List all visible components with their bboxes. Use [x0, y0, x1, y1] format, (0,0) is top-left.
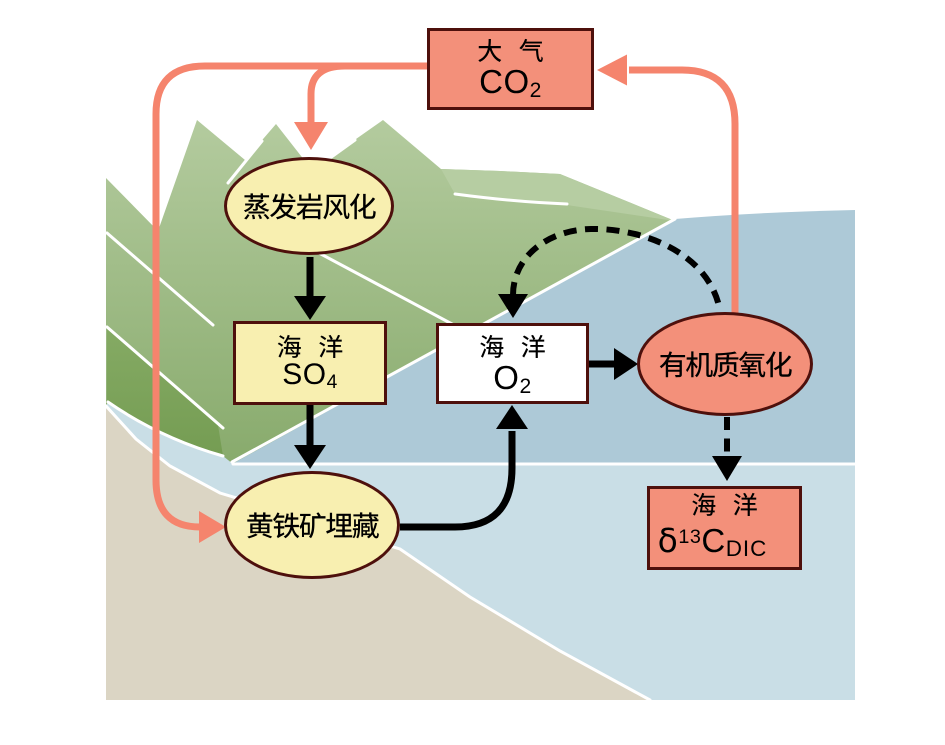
node-marine-sulfate: 海 洋 SO4: [233, 321, 387, 405]
node-pyrite-label: 黄铁矿埋藏: [245, 505, 380, 545]
node-evaporite-weathering: 蒸发岩风化: [224, 157, 394, 255]
arrow-line: [307, 62, 346, 124]
arrow-line: [152, 62, 427, 531]
arrowhead: [294, 296, 326, 320]
node-atmosphere-co2: 大 气 CO2: [427, 28, 594, 110]
arrowhead: [496, 405, 528, 429]
seam-ridge-shoulder: [453, 192, 569, 206]
arrowhead: [294, 122, 328, 150]
node-evaporite-label: 蒸发岩风化: [242, 186, 377, 226]
arrow-sulfate-to-pyrite: [294, 404, 326, 469]
delta-symbol: δ: [657, 520, 679, 560]
arrow-organic-to-oxygen-dashed: [498, 225, 722, 318]
arrow-line-dashed: [510, 225, 722, 307]
arrowhead: [712, 456, 742, 481]
node-atmosphere-label: 大 气: [477, 31, 544, 68]
node-sulfate-label: 海 洋: [276, 327, 344, 364]
node-organic-label: 有机质氧化: [658, 344, 793, 384]
seam-left-upper: [105, 231, 215, 327]
arrow-oxygen-to-organic: [588, 348, 638, 380]
node-marine-dic: 海 洋 δ13CDIC: [647, 486, 802, 570]
arrow-co2-to-pyrite: [152, 62, 427, 543]
arrow-pyrite-to-oxygen: [400, 405, 528, 531]
node-organic-oxidation: 有机质氧化: [637, 312, 813, 416]
arrowhead: [498, 294, 528, 318]
arrows: [152, 54, 742, 543]
arrow-organic-to-dic-dashed: [712, 417, 742, 481]
node-marine-oxygen: 海 洋 O2: [436, 323, 589, 404]
seam-green-shore: [106, 400, 225, 458]
arrowhead: [614, 348, 638, 380]
node-dic-label: 海 洋: [691, 485, 758, 522]
mountain-foreground: [107, 327, 223, 456]
arrowhead: [294, 445, 326, 469]
node-dic-formula: δ13CDIC: [657, 520, 768, 562]
seam-midslope: [317, 251, 469, 334]
arrow-organic-to-co2: [597, 54, 739, 314]
seam-left-lower: [105, 325, 225, 430]
node-pyrite-burial: 黄铁矿埋藏: [224, 471, 400, 579]
seam-peak1-peak2: [226, 139, 264, 185]
arrowhead: [597, 54, 627, 86]
node-sulfate-formula: SO4: [282, 357, 338, 393]
arrow-line: [400, 431, 516, 531]
node-oxygen-formula: O2: [493, 358, 532, 399]
arrow-evaporite-to-sulfate: [294, 257, 326, 320]
mountain-ridge-band: [441, 169, 675, 221]
node-atmosphere-formula: CO2: [479, 62, 542, 103]
arrowhead: [199, 511, 226, 543]
arrow-co2-to-evaporite: [294, 62, 346, 150]
node-oxygen-label: 海 洋: [479, 327, 546, 364]
arrow-line: [629, 66, 739, 314]
